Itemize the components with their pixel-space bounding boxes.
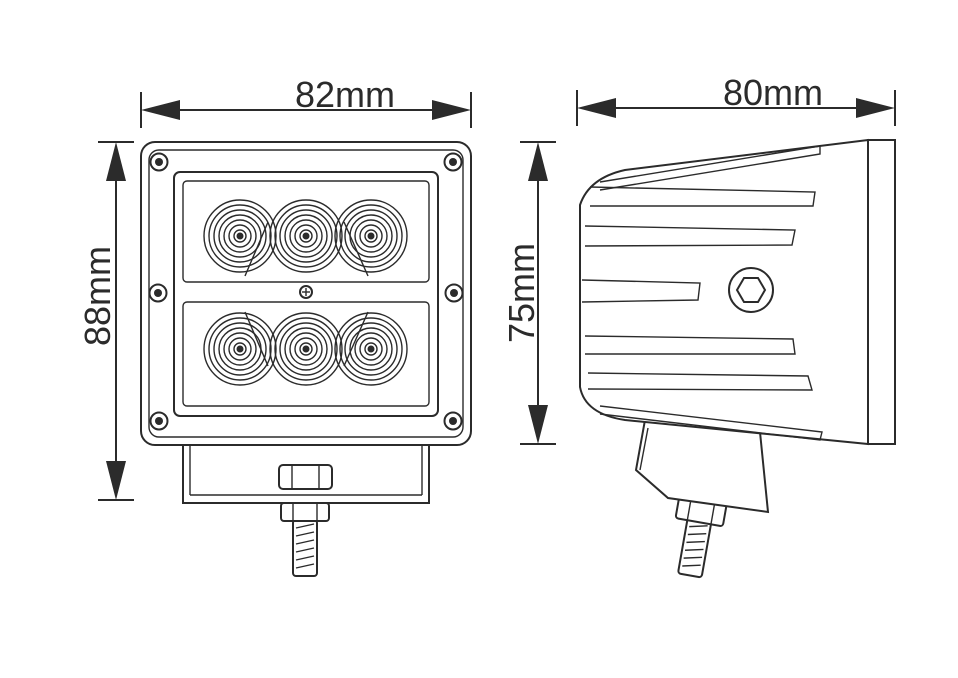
screw-top-left [149,152,169,172]
side-depth-dimension: 80mm [576,72,896,126]
front-mount-stud [280,502,330,577]
side-mount-stud [674,495,728,579]
front-width-label: 82mm [295,74,395,115]
side-lens-front [867,139,896,445]
upper-lens-panel [182,180,430,283]
screw-mid-left [148,283,168,303]
housing-screws [148,152,464,431]
front-width-dimension: 82mm [140,74,472,128]
center-screw [299,285,313,299]
hex-bolt-icon [728,267,774,313]
lens-frame [173,171,439,417]
side-height-label: 75mm [501,243,542,343]
side-view: 80mm 75mm [501,72,896,579]
side-bracket [634,418,770,514]
led-lenses [203,199,408,386]
front-view: 82mm 88mm [77,74,472,577]
lower-lens-panel [182,301,430,407]
side-height-dimension: 75mm [501,141,556,445]
side-depth-label: 80mm [723,72,823,113]
screw-bottom-right [443,411,463,431]
front-bracket [182,442,430,504]
screw-mid-right [444,283,464,303]
screw-bottom-left [149,411,169,431]
cooling-fins [581,145,823,441]
front-height-dimension: 88mm [77,141,134,501]
side-housing [579,138,869,446]
screw-top-right [443,152,463,172]
front-height-label: 88mm [77,246,118,346]
